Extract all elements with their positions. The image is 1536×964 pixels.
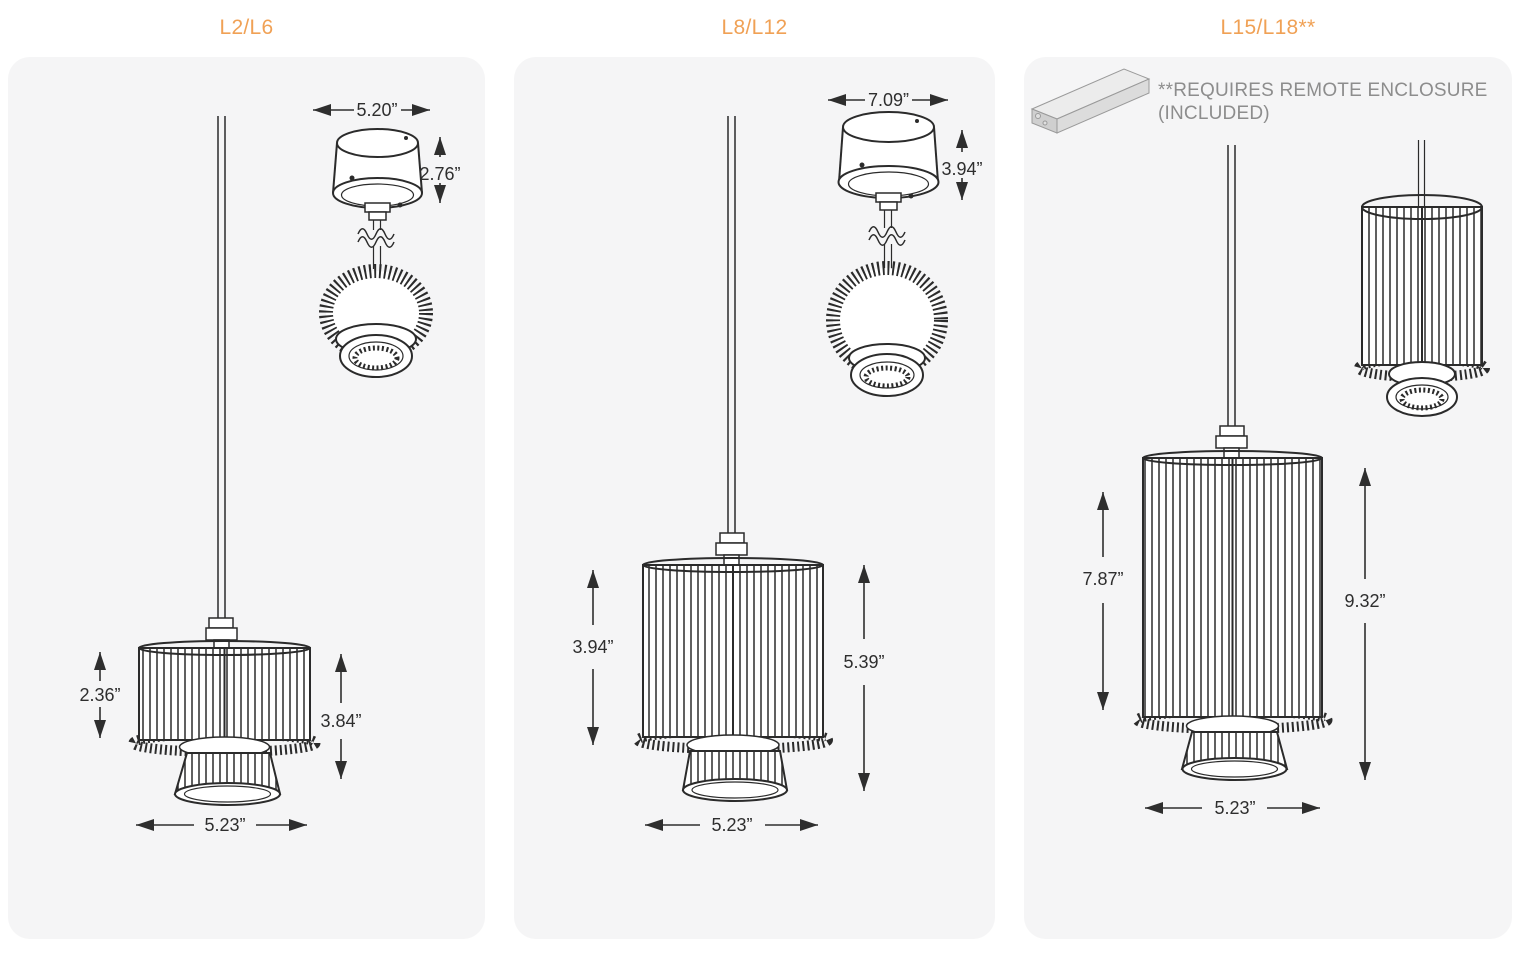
- dim-body-height: 3.94”: [572, 570, 614, 745]
- remote-enclosure-drawing: [1030, 68, 1151, 134]
- pendant-drawing: [128, 116, 321, 806]
- dim-canopy-height-label: 3.94”: [941, 159, 982, 179]
- heatsink-bottom-view: [319, 264, 433, 378]
- heatsink-bottom-view: [826, 261, 948, 397]
- panel-title-l8-l12: L8/L12: [721, 16, 788, 39]
- dim-body-height: 2.36”: [79, 652, 121, 738]
- l2-l6-drawing: 5.20” 2.76”: [79, 100, 461, 835]
- dim-overall-height-label: 9.32”: [1344, 591, 1385, 611]
- panel-l15-l18: 7.87” 9.32” 5.23” **REQUIRES REMOTE ENCL…: [1024, 57, 1512, 939]
- canopy-drawing: [837, 111, 940, 211]
- dim-body-height-label: 2.36”: [79, 685, 120, 705]
- dim-overall-height: 3.84”: [320, 654, 362, 779]
- pendant-drawing: [633, 116, 833, 802]
- dim-overall-height: 5.39”: [843, 565, 885, 791]
- cord-break-symbol: [357, 220, 395, 269]
- dim-diameter-label: 5.23”: [711, 815, 752, 835]
- dim-canopy-width: 7.09”: [828, 90, 948, 110]
- dim-diameter: 5.23”: [136, 815, 307, 835]
- dim-canopy-height: 3.94”: [941, 130, 983, 200]
- dim-diameter: 5.23”: [645, 815, 818, 835]
- dim-canopy-width-label: 7.09”: [868, 90, 909, 110]
- dim-overall-height: 9.32”: [1344, 468, 1386, 780]
- dim-overall-height-label: 3.84”: [320, 711, 361, 731]
- dim-canopy-height: 2.76”: [419, 137, 461, 203]
- dim-diameter: 5.23”: [1145, 798, 1320, 818]
- dim-overall-height-label: 5.39”: [843, 652, 884, 672]
- l8-l12-drawing: 7.09” 3.94”: [572, 90, 983, 835]
- panel-title-l15-l18: L15/L18**: [1220, 16, 1316, 39]
- dim-body-height: 7.87”: [1082, 492, 1124, 710]
- dim-body-height-label: 7.87”: [1082, 569, 1123, 589]
- panel-l8-l12: 7.09” 3.94”: [514, 57, 995, 939]
- dim-canopy-height-label: 2.76”: [419, 164, 460, 184]
- dim-body-height-label: 3.94”: [572, 637, 613, 657]
- panel-title-l2-l6: L2/L6: [219, 16, 274, 39]
- heatsink-side-view: [1354, 140, 1490, 417]
- dim-canopy-width-label: 5.20”: [356, 100, 397, 120]
- panel-l2-l6: 5.20” 2.76”: [8, 57, 485, 939]
- dim-diameter-label: 5.23”: [1214, 798, 1255, 818]
- remote-enclosure-note-line1: **REQUIRES REMOTE ENCLOSURE: [1158, 80, 1488, 101]
- canopy-drawing: [332, 128, 423, 221]
- dim-canopy-width: 5.20”: [313, 100, 430, 120]
- remote-enclosure-note-line2: (INCLUDED): [1158, 103, 1270, 124]
- cord-break-symbol: [868, 210, 906, 271]
- pendant-drawing: [1132, 145, 1333, 781]
- dim-diameter-label: 5.23”: [204, 815, 245, 835]
- l15-l18-drawing: 7.87” 9.32” 5.23”: [1030, 68, 1490, 818]
